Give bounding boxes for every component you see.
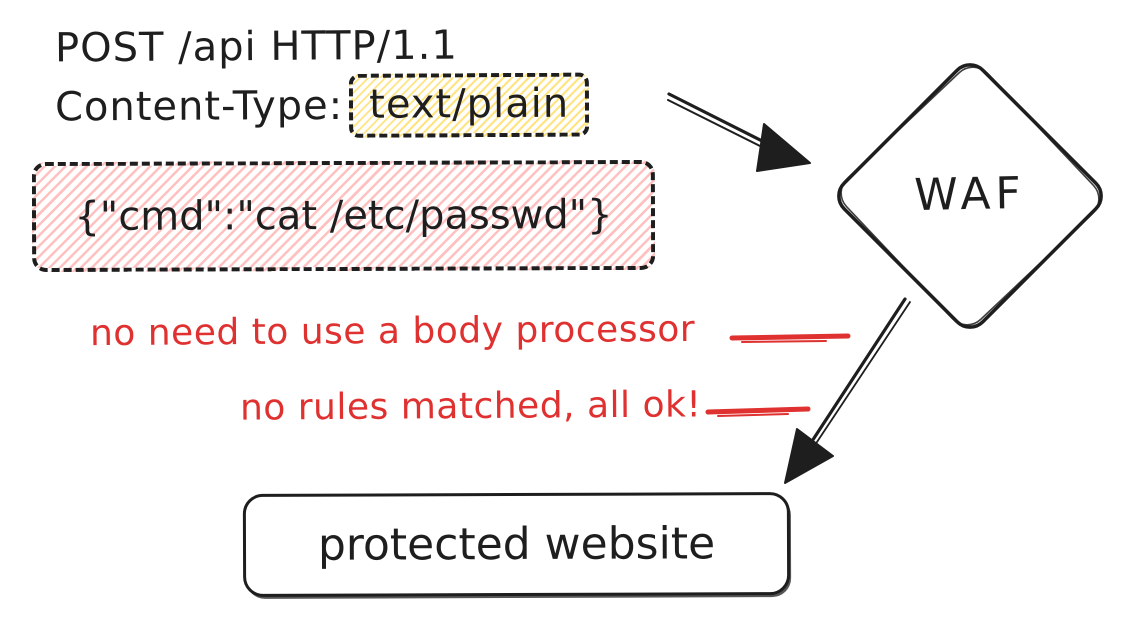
note2-dash-line — [705, 406, 811, 417]
arrow-waf-to-website-icon — [784, 297, 911, 484]
note1-dash-line — [729, 333, 851, 343]
content-type-highlight-box: text/plain — [349, 72, 590, 138]
waf-label: WAF — [913, 168, 1027, 221]
content-type-value: text/plain — [369, 80, 570, 128]
content-type-label: Content-Type: — [54, 82, 344, 131]
annotation-body-processor: no need to use a body processor — [89, 308, 696, 355]
http-request-line: POST /api HTTP/1.1 — [54, 22, 458, 72]
content-type-line: Content-Type: text/plain — [54, 72, 590, 140]
protected-website-box: protected website — [242, 492, 791, 597]
waf-diamond-shape — [837, 63, 1103, 329]
protected-website-label: protected website — [317, 518, 716, 571]
payload-text: {"cmd":"cat /etc/passwd"} — [74, 192, 613, 240]
arrow-request-to-waf-icon — [667, 92, 811, 172]
payload-box: {"cmd":"cat /etc/passwd"} — [31, 159, 656, 273]
annotation-rules-matched: no rules matched, all ok! — [239, 384, 702, 429]
